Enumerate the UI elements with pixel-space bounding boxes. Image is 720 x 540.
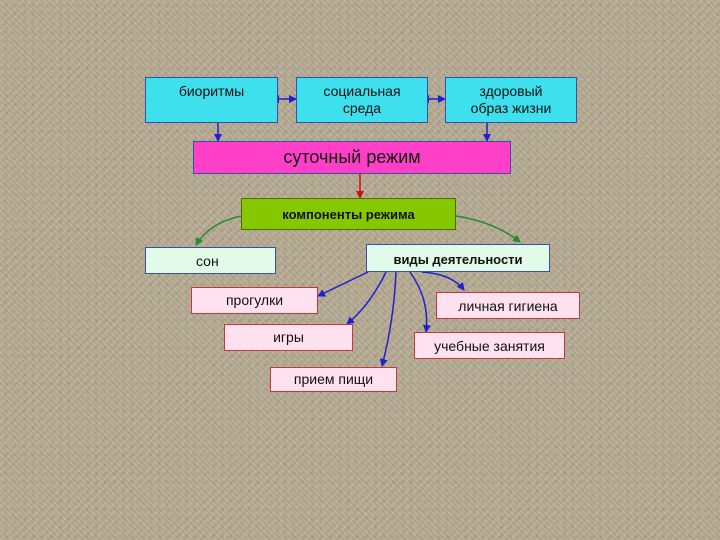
label-biorhythms: биоритмы	[178, 83, 245, 99]
label-daily-regime: суточный режим	[283, 147, 421, 167]
box-personal-hygiene: личная гигиена	[436, 292, 580, 319]
label-personal-hygiene: личная гигиена	[458, 298, 558, 314]
arrow-components-sleep	[195, 215, 243, 246]
label-healthy-lifestyle: здоровый образ жизни	[470, 83, 552, 116]
box-healthy-lifestyle: здоровый образ жизни	[445, 77, 577, 123]
box-games: игры	[224, 324, 353, 351]
label-study: учебные занятия	[434, 338, 545, 354]
box-meals: прием пищи	[270, 367, 397, 392]
box-regime-components: компоненты режима	[241, 198, 456, 230]
box-study: учебные занятия	[414, 332, 565, 359]
label-meals: прием пищи	[293, 371, 374, 387]
label-social-environment: социальная среда	[323, 83, 401, 116]
label-activity-types: виды деятельности	[393, 252, 523, 267]
arrow-activity-games	[346, 271, 387, 325]
arrow-activity-walks	[317, 271, 369, 297]
box-biorhythms: биоритмы	[145, 77, 278, 123]
label-sleep: сон	[196, 253, 219, 269]
box-daily-regime: суточный режим	[193, 141, 511, 174]
label-games: игры	[273, 329, 304, 345]
box-sleep: сон	[145, 247, 276, 274]
box-social-environment: социальная среда	[296, 77, 428, 123]
box-walks: прогулки	[191, 287, 318, 314]
arrow-activity-meals	[379, 271, 397, 367]
arrow-activity-hygiene	[421, 271, 465, 291]
label-regime-components: компоненты режима	[282, 206, 415, 222]
box-activity-types: виды деятельности	[366, 244, 550, 272]
label-walks: прогулки	[225, 292, 284, 308]
arrow-components-activity	[455, 215, 521, 243]
arrow-activity-study	[409, 271, 431, 333]
